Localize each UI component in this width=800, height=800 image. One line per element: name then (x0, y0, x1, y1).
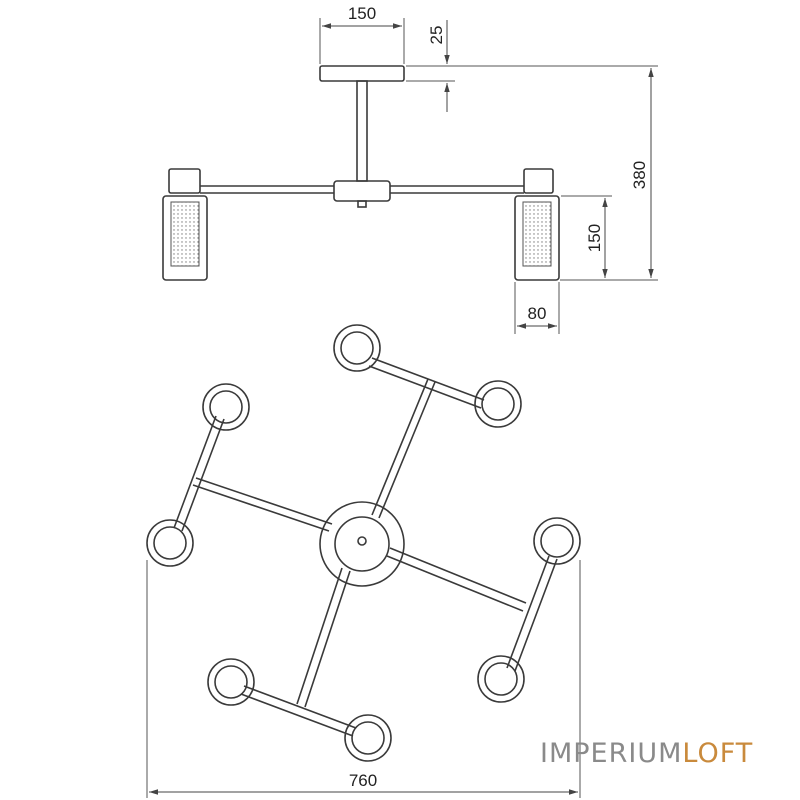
dim-label-total-height: 380 (630, 161, 649, 189)
left-lamp-shade (162, 195, 208, 281)
hub-screw (357, 200, 367, 208)
dim-shade-width: 80 (514, 282, 560, 334)
dim-canopy-height: 25 (406, 20, 455, 112)
dim-label-shade-height: 150 (585, 224, 604, 252)
top-lamp-4 (146, 519, 194, 567)
top-hub-outer (319, 501, 405, 587)
top-lamp-5 (533, 517, 581, 565)
top-view (146, 324, 581, 762)
watermark-logo: IMPERIUMLOFT (540, 738, 753, 769)
watermark-part2: LOFT (682, 738, 753, 769)
top-lamp-7 (207, 658, 255, 706)
top-hub-inner (334, 516, 390, 572)
dim-total-width: 760 (146, 560, 581, 798)
left-lamp-mesh (170, 201, 200, 267)
dim-shade-height: 150 (561, 195, 612, 278)
dim-label-shade-width: 80 (528, 304, 547, 323)
ceiling-canopy (319, 65, 405, 82)
stem-rod (356, 80, 368, 182)
dim-label-canopy-height: 25 (427, 26, 446, 45)
top-hub-screw (357, 536, 367, 546)
top-lamp-1 (333, 324, 381, 372)
top-lamp-3 (202, 383, 250, 431)
right-lamp-socket (523, 168, 554, 194)
right-lamp-shade (514, 195, 560, 281)
watermark-part1: IMPERIUM (540, 738, 682, 769)
left-lamp-socket (168, 168, 201, 194)
dim-label-canopy-width: 150 (348, 4, 376, 23)
side-view (162, 65, 560, 281)
right-lamp-mesh (522, 201, 552, 267)
top-lamp-6 (477, 655, 525, 703)
top-lamp-2 (474, 380, 522, 428)
dim-label-total-width: 760 (349, 771, 377, 790)
center-hub (333, 180, 391, 202)
top-arms (173, 357, 558, 737)
dim-total-height: 380 (455, 65, 658, 281)
top-lamp-8 (344, 714, 392, 762)
dim-canopy-width: 150 (319, 4, 405, 64)
